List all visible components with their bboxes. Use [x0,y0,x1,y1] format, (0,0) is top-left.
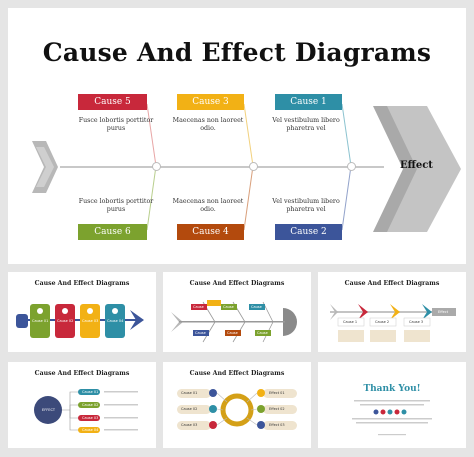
thumb2-cause-5: Cause [227,331,238,335]
cause-3-text: Maecenas non laoreet odio. [172,117,244,132]
cause-6-label: Cause 6 [94,227,131,237]
cause-2-tag[interactable]: Cause 2 [275,224,342,240]
thumb5-cause-03: Cause 03 [181,423,198,427]
thumb2-cause-6: Cause [257,331,268,335]
cause-4-label: Cause 4 [192,227,229,237]
cause-1-tag[interactable]: Cause 1 [275,94,342,110]
thumb4-cause-02: Cause 02 [82,403,99,407]
thank-you-title: Thank You! [363,384,421,394]
thumbnail-5-diagram [177,389,297,430]
thumb3-cause-1: Cause 1 [343,320,358,324]
cause-4-text: Maecenas non laoreet odio. [172,198,244,213]
fishbone-lines [146,103,352,231]
cause-3-label: Cause 3 [192,97,229,107]
thumb5-cause-01: Cause 01 [181,391,198,395]
thumbnail-1-diagram [16,304,144,338]
thumbnail-1[interactable]: Cause And Effect Diagrams Cause 01 Cause… [8,272,156,352]
thumb2-cause-2: Cause [223,305,234,309]
thumb4-cause-04: Cause 04 [82,428,99,432]
thumb5-cause-02: Cause 02 [181,407,198,411]
junction-node [152,162,161,171]
cause-1-label: Cause 1 [290,97,327,107]
thumb5-effect-01: Effect 01 [269,391,285,395]
cause-6-text: Fusce lobortis porttitor purus [78,198,154,213]
thumb5-effect-02: Effect 02 [269,407,285,411]
thumbnail-3-title: Cause And Effect Diagrams [344,280,440,287]
thumbnail-1-title: Cause And Effect Diagrams [34,280,130,287]
cause-3-tag[interactable]: Cause 3 [177,94,244,110]
cause-1-text: Vel vestibulum libero pharetra vel [272,117,340,132]
effect-head-shape [373,106,461,232]
thumb5-effect-03: Effect 03 [269,423,285,427]
thumb4-cause-01: Cause 01 [82,390,99,394]
cause-2-label: Cause 2 [290,227,327,237]
thumb2-cause-4: Cause [195,331,206,335]
thumbnail-2[interactable]: Cause And Effect Diagrams Cause Cause Ca… [163,272,311,352]
cause-2-text: Vel vestibulum libero pharetra vel [272,198,340,213]
cause-4-tag[interactable]: Cause 4 [177,224,244,240]
tail-chevron-icon [32,141,58,193]
junction-node [347,162,356,171]
effect-label: Effect [400,160,433,171]
thumbnail-5[interactable]: Cause And Effect Diagrams Cause 01 Cause… [163,362,311,448]
thumbnail-2-title: Cause And Effect Diagrams [189,280,285,287]
thumbnail-4-diagram [34,389,138,433]
thumb2-cause-1: Cause [193,305,204,309]
thumb3-effect: Effect [438,310,449,314]
thumb1-cause-03: Cause 03 [82,319,99,323]
thumb2-cause-3: Cause [251,305,262,309]
thumb1-cause-02: Cause 02 [57,319,74,323]
cause-5-label: Cause 5 [94,97,131,107]
fishbone-spine [60,166,384,168]
junction-node [249,162,258,171]
thumb3-cause-3: Cause 3 [409,320,424,324]
thumbnail-3[interactable]: Cause And Effect Diagrams Cause 1 Cause … [318,272,466,352]
cause-5-tag[interactable]: Cause 5 [78,94,147,110]
thumbnail-2-diagram [171,300,297,343]
cause-5-text: Fusce lobortis porttitor purus [78,117,154,132]
slide-title: Cause And Effect Diagrams [42,38,432,67]
thumbnail-4-title: Cause And Effect Diagrams [34,370,130,377]
thumbnail-4[interactable]: Cause And Effect Diagrams EFFECT Cause 0… [8,362,156,448]
thumbnail-5-title: Cause And Effect Diagrams [189,370,285,377]
thumb4-effect: EFFECT [42,408,56,412]
thumb1-cause-01: Cause 01 [32,319,49,323]
cause-6-tag[interactable]: Cause 6 [78,224,147,240]
thumb4-cause-03: Cause 03 [82,416,99,420]
thumb3-cause-2: Cause 2 [375,320,390,324]
thumbnail-6-content [352,400,432,436]
thumbnail-6[interactable]: Thank You! [318,362,466,448]
thumbnail-3-diagram [330,304,456,342]
thumb1-cause-04: Cause 04 [107,319,124,323]
main-slide[interactable]: Cause And Effect Diagrams Effect Cause 5… [8,8,466,264]
